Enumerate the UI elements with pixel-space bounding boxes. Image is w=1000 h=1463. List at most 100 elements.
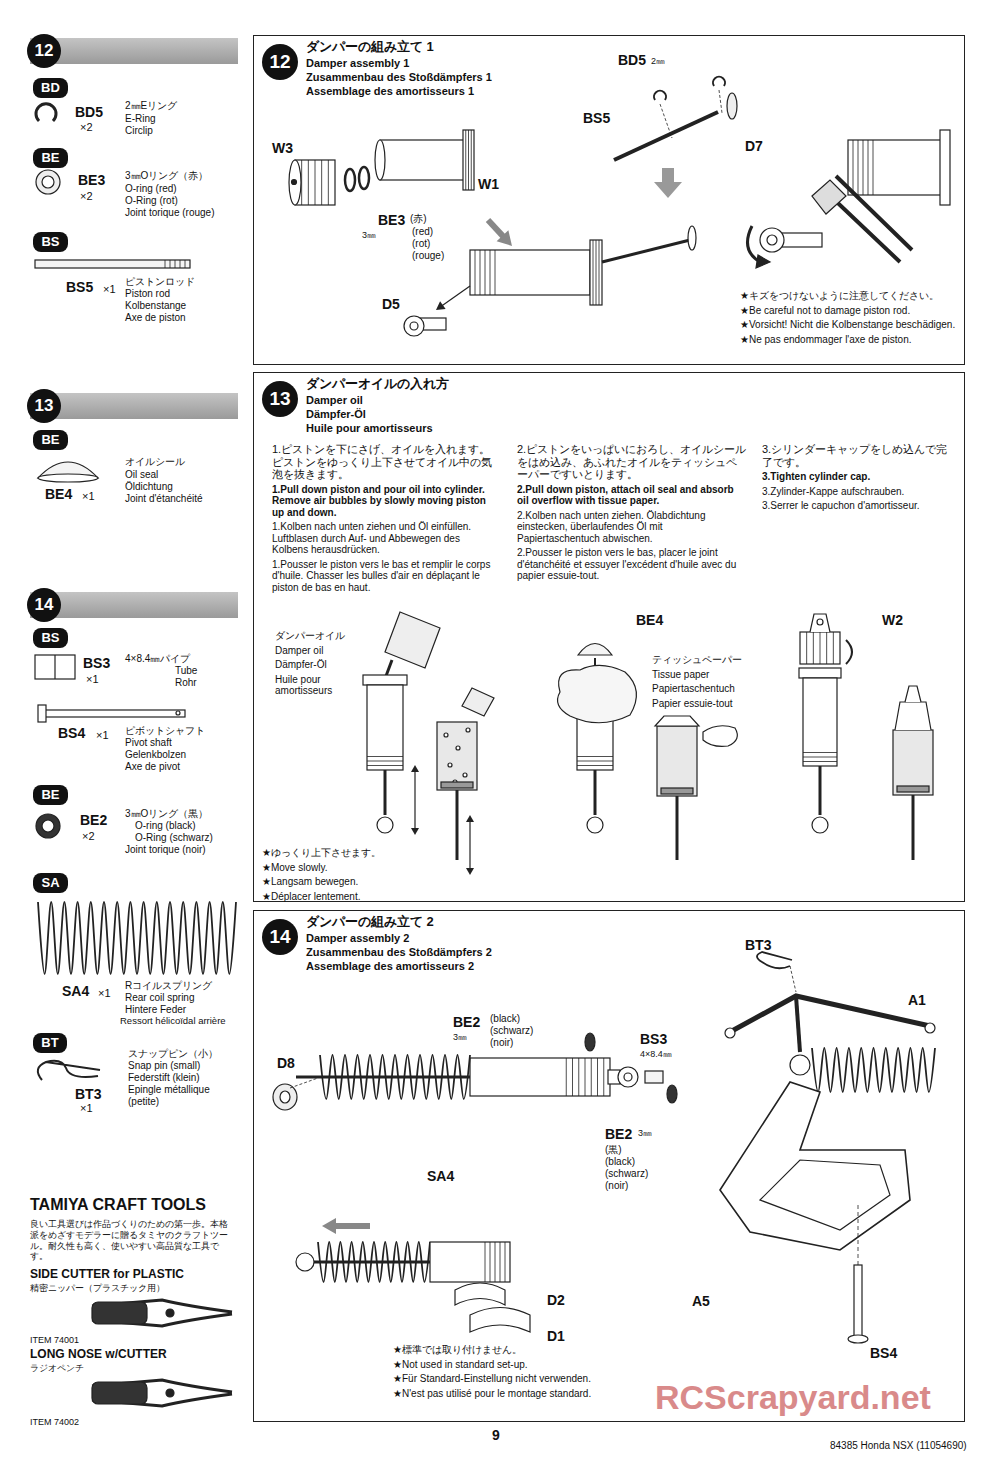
part-bag-tab: BE: [33, 785, 68, 805]
damper-cylinder: [500, 1242, 501, 1282]
label-text: ★Déplacer lentement.: [262, 891, 360, 903]
leader-line: [719, 90, 722, 113]
label-text: ×1: [82, 490, 95, 503]
step-heading: Huile pour amortisseurs: [306, 422, 433, 435]
piston-rod-icon: [170, 260, 171, 268]
label-text: Federstift (klein): [128, 1072, 200, 1084]
assembly-arrow: [497, 230, 512, 246]
piston: [688, 226, 696, 250]
spacer-clip: [455, 1283, 505, 1305]
cylinder-body: [863, 140, 864, 195]
piston-rod-icon: [35, 260, 190, 268]
part-number: BE4: [636, 612, 663, 628]
pivot-shaft-icon: [176, 711, 180, 715]
step-panel: ダンパーオイルの入れ方Damper oilDämpfer-ÖlHuile pou…: [253, 372, 965, 902]
node-label: BD: [41, 80, 60, 95]
assembly-arrow: [441, 286, 470, 307]
piston-rod: [384, 770, 387, 815]
cutaway-view: [437, 722, 477, 790]
label-text: Joint torique (noir): [125, 844, 206, 856]
piston-rod-icon: [180, 260, 181, 268]
o-ring-icon: [36, 170, 60, 194]
damper-cylinder: [803, 752, 837, 753]
damper-cylinder: [485, 1242, 486, 1282]
node-label: SA: [41, 875, 59, 890]
label-text: 3.Tighten cylinder cap.: [762, 471, 957, 483]
label-text: Ressort hélicoïdal arrière: [120, 1016, 226, 1027]
tools-box: TAMIYA CRAFT TOOLS良い工具選びは作品づくりのための第一歩。本格…: [30, 1195, 240, 1430]
piston-rod: [912, 795, 915, 860]
node-label: 12: [262, 44, 298, 80]
step-panel: ダンパーの組み立て 1Damper assembly 1Zusammenbau …: [253, 35, 965, 365]
tools-text: ITEM 74001: [30, 1335, 79, 1346]
damper-cylinder: [367, 765, 403, 766]
down-arrow: [654, 182, 682, 198]
damper-eyelet: [618, 1067, 638, 1087]
tools-text: SIDE CUTTER for PLASTIC: [30, 1267, 184, 1281]
damper-cylinder: [363, 675, 407, 685]
part-bag-tab: BT: [33, 1033, 67, 1053]
cylinder-body: [593, 240, 594, 305]
cylinder-body: [463, 130, 474, 190]
air-bubble: [456, 746, 460, 750]
label-text: ×2: [82, 830, 95, 843]
move-arrow: [414, 770, 415, 800]
step-heading: ダンパーの組み立て 2: [306, 915, 434, 930]
down-arrow: [662, 168, 674, 182]
oil-seal: [578, 644, 612, 656]
label-text: ★Not used in standard set-up.: [393, 1359, 528, 1371]
cylinder-body: [470, 250, 590, 295]
leader-line: [290, 1078, 318, 1088]
leader-line: [660, 104, 672, 138]
label-text: (rouge): [412, 250, 444, 262]
damper-cylinder: [803, 678, 837, 766]
o-ring: [585, 1033, 595, 1051]
label-text: Pivot shaft: [125, 737, 172, 749]
pivot-shaft-icon: [38, 705, 46, 722]
part-number: BE2: [80, 812, 107, 828]
part-number: D2: [547, 1292, 565, 1308]
cylinder-cap: [895, 702, 931, 730]
label-text: O-ring (red): [125, 183, 177, 195]
label-text: ピボットシャフト: [125, 725, 205, 737]
o-ring: [667, 1085, 677, 1103]
label-text: Snap pin (small): [128, 1060, 200, 1072]
damper-cylinder: [603, 1058, 604, 1096]
lower-arm: [720, 1082, 910, 1250]
cylinder-cap: [292, 180, 297, 185]
label-text: (黒): [605, 1144, 622, 1156]
move-arrow: [469, 845, 470, 870]
damper-cylinder: [578, 1058, 579, 1096]
coil-spring: [812, 1048, 935, 1092]
rod-end: [404, 316, 424, 336]
label-text: 3㎜Oリング（赤）: [125, 170, 208, 182]
cutaway-view: [657, 726, 697, 796]
leader-line: [790, 966, 796, 992]
o-ring: [359, 167, 369, 189]
upper-link: [730, 996, 930, 1032]
step-heading: Dämpfer-Öl: [306, 408, 366, 421]
part-number: D7: [745, 138, 763, 154]
coil-spring: [318, 1242, 430, 1282]
damper-cylinder: [585, 1058, 586, 1096]
tools-text: LONG NOSE w/CUTTER: [30, 1347, 167, 1361]
cylinder-cap: [289, 160, 301, 205]
part-bag-tab: BE: [33, 430, 68, 450]
tools-text: ITEM 74002: [30, 1417, 79, 1428]
step-number: 13: [262, 381, 298, 417]
assembly-arrow: [332, 1223, 370, 1229]
move-arrow: [411, 828, 419, 835]
tools-text: 精密ニッパー（プラスチック用）: [30, 1283, 165, 1294]
snap-pin: [757, 952, 792, 968]
part-number: BT3: [745, 937, 771, 953]
label-text: (noir): [490, 1037, 513, 1049]
label-text: Papiertaschentuch: [652, 683, 735, 695]
label-text: Huile pour amortisseurs: [275, 674, 360, 697]
label-text: 1.Pull down piston and pour oil into cyl…: [272, 484, 497, 519]
damper-cylinder: [597, 1058, 598, 1096]
part-number: D8: [277, 1055, 295, 1071]
piston-rod: [676, 796, 679, 860]
rod-end: [296, 1253, 314, 1271]
label-text: ★N'est pas utilisé pour le montage stand…: [393, 1388, 591, 1400]
tools-text: TAMIYA CRAFT TOOLS: [30, 1195, 206, 1214]
